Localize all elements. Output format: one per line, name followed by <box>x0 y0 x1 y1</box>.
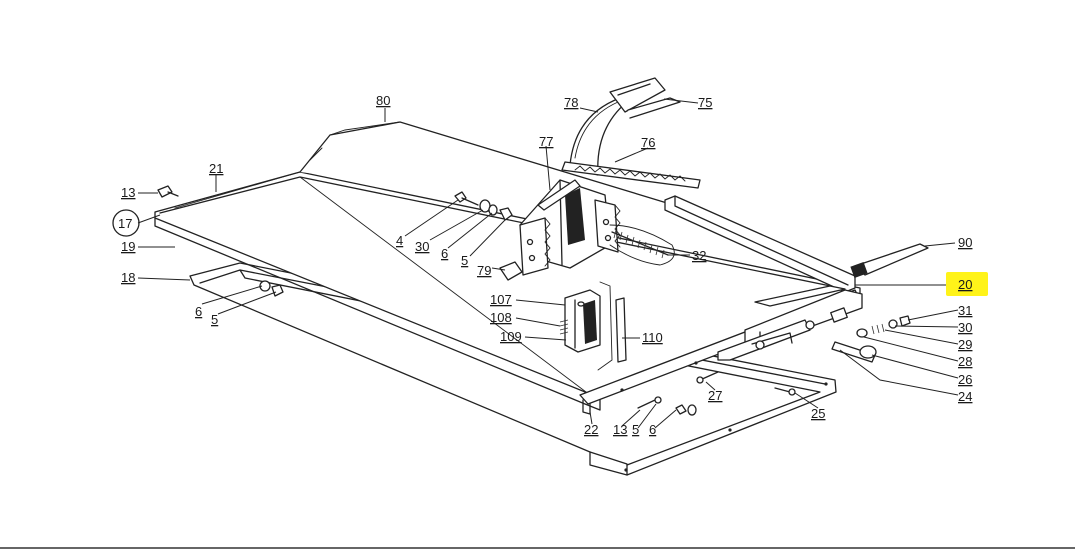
label-110: 110 <box>642 330 663 345</box>
guide-rail <box>664 195 929 361</box>
label-80: 80 <box>376 93 390 108</box>
highlight-marker-20 <box>946 272 988 296</box>
part-labels: 80 78 75 77 76 21 13 17 19 18 4 30 6 5 7… <box>118 93 972 437</box>
label-5-top: 5 <box>461 253 468 268</box>
label-18: 18 <box>121 270 135 285</box>
label-27: 27 <box>708 388 722 403</box>
label-24: 24 <box>958 389 972 404</box>
cutting-head <box>519 77 701 276</box>
label-22: 22 <box>584 422 598 437</box>
label-19: 19 <box>121 239 135 254</box>
label-17: 17 <box>118 216 132 231</box>
label-78: 78 <box>564 95 578 110</box>
label-6-left: 6 <box>195 304 202 319</box>
label-76: 76 <box>641 135 655 150</box>
label-4: 4 <box>396 233 403 248</box>
label-77: 77 <box>539 134 553 149</box>
label-28: 28 <box>958 354 972 369</box>
label-32: 32 <box>692 248 706 263</box>
label-107: 107 <box>490 292 512 307</box>
label-31: 31 <box>958 303 972 318</box>
hardware-parts <box>112 185 911 416</box>
label-21: 21 <box>209 161 223 176</box>
label-6-top: 6 <box>441 246 448 261</box>
label-13-bottom: 13 <box>613 422 627 437</box>
label-79: 79 <box>477 263 491 278</box>
label-109: 109 <box>500 329 522 344</box>
label-25: 25 <box>811 406 825 421</box>
label-30-top: 30 <box>415 239 429 254</box>
label-30-right: 30 <box>958 320 972 335</box>
label-75: 75 <box>698 95 712 110</box>
label-90: 90 <box>958 235 972 250</box>
label-6-bottom: 6 <box>649 422 656 437</box>
label-29: 29 <box>958 337 972 352</box>
label-5-bottom: 5 <box>632 422 639 437</box>
label-108: 108 <box>490 310 512 325</box>
label-13-top: 13 <box>121 185 135 200</box>
leader-lines <box>137 98 959 429</box>
label-5-left: 5 <box>211 312 218 327</box>
label-26: 26 <box>958 372 972 387</box>
label-20: 20 <box>958 277 972 292</box>
